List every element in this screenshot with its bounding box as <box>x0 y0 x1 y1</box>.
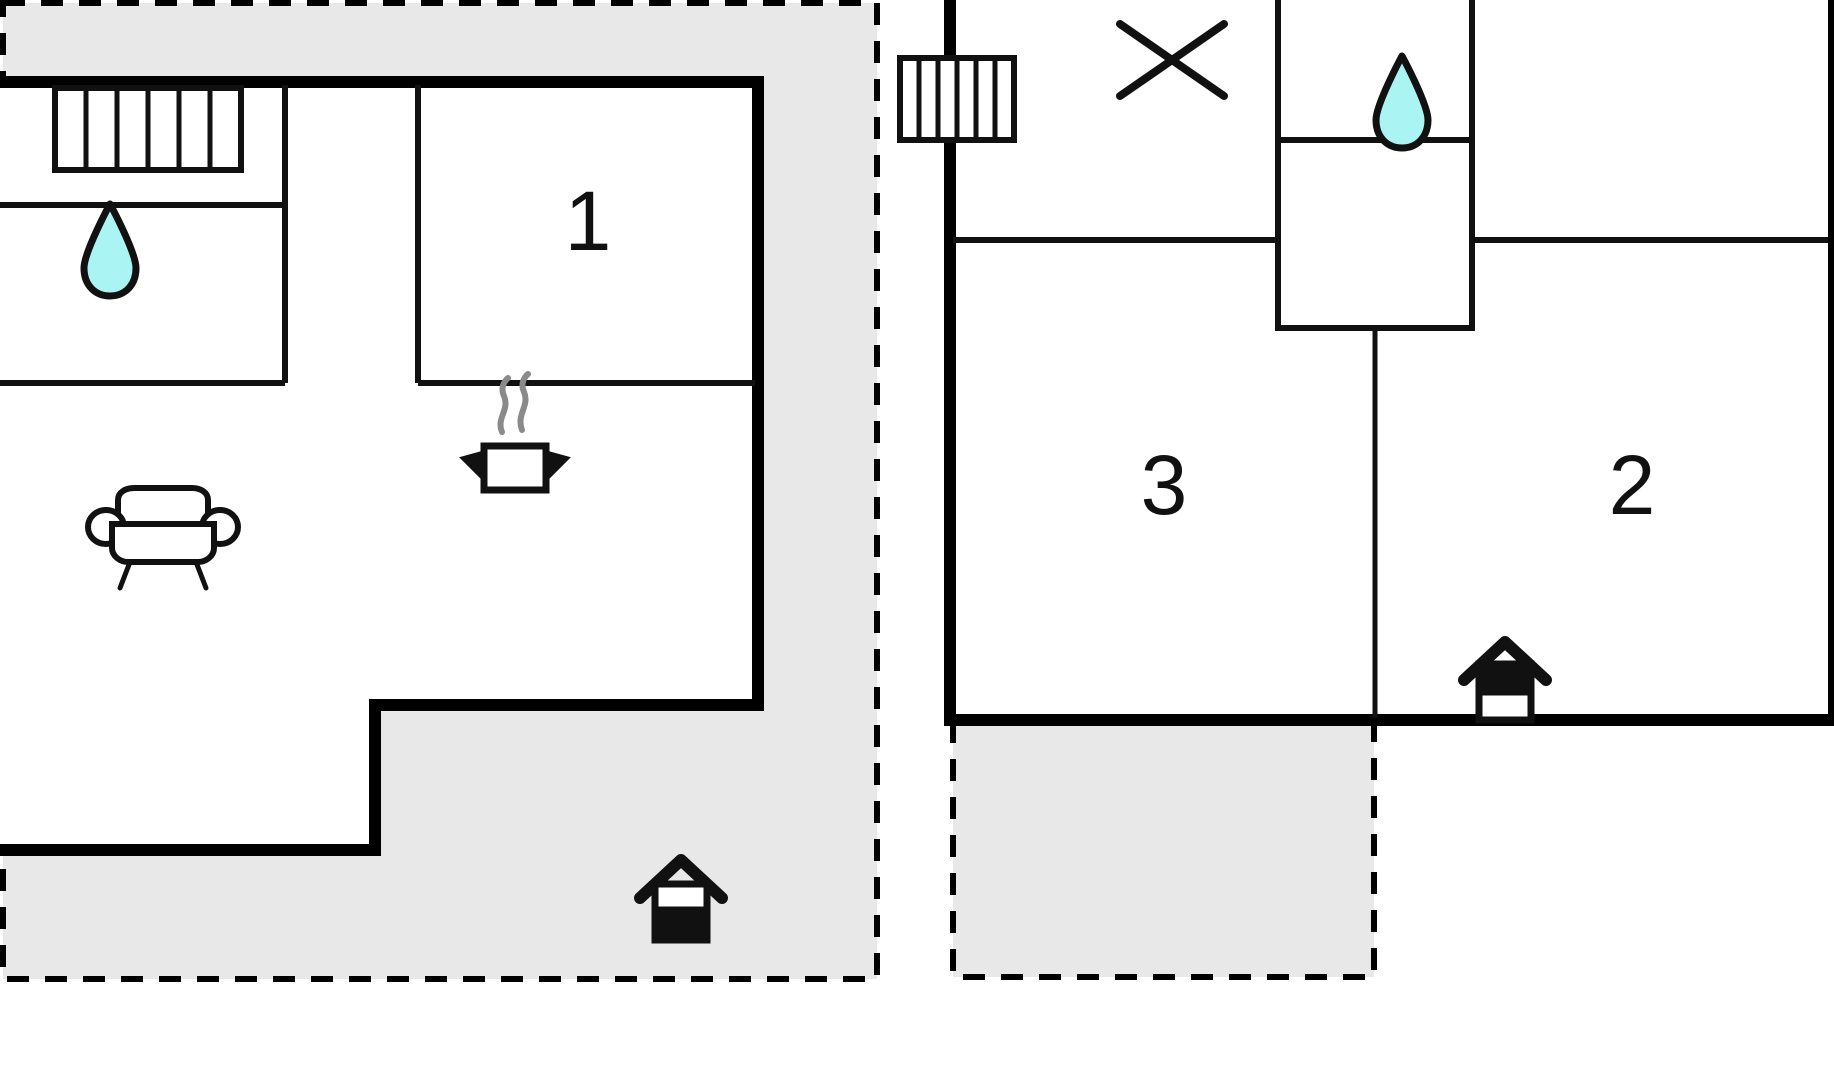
room-number-3: 3 <box>1141 438 1188 532</box>
room-number-2: 2 <box>1609 438 1656 532</box>
x-cross-icon <box>1116 20 1228 100</box>
stairs-icon <box>897 55 1017 143</box>
ground-floor-plan: 1 <box>0 0 880 982</box>
ground-floor-building-outline <box>0 76 764 856</box>
first-floor-terrace-area <box>950 720 1377 980</box>
pot-body <box>480 442 550 494</box>
pot-handle-left <box>459 449 486 482</box>
stove-pot-icon <box>459 371 571 494</box>
water-drop-icon <box>1372 52 1432 152</box>
steam-lines <box>497 371 531 435</box>
first-floor-plan: 3 2 <box>897 0 1834 980</box>
stairs-icon <box>52 85 244 173</box>
first-floor-building-outline <box>944 0 1834 726</box>
sofa-icon <box>85 485 241 591</box>
ground-floor-interior-walls <box>0 85 755 386</box>
water-drop-icon <box>80 200 140 300</box>
first-floor-interior-walls <box>953 0 1828 718</box>
pot-handle-right <box>544 449 571 482</box>
room-number-1: 1 <box>565 174 612 268</box>
house-entrance-icon <box>634 854 728 944</box>
house-entrance-icon <box>1458 636 1552 724</box>
